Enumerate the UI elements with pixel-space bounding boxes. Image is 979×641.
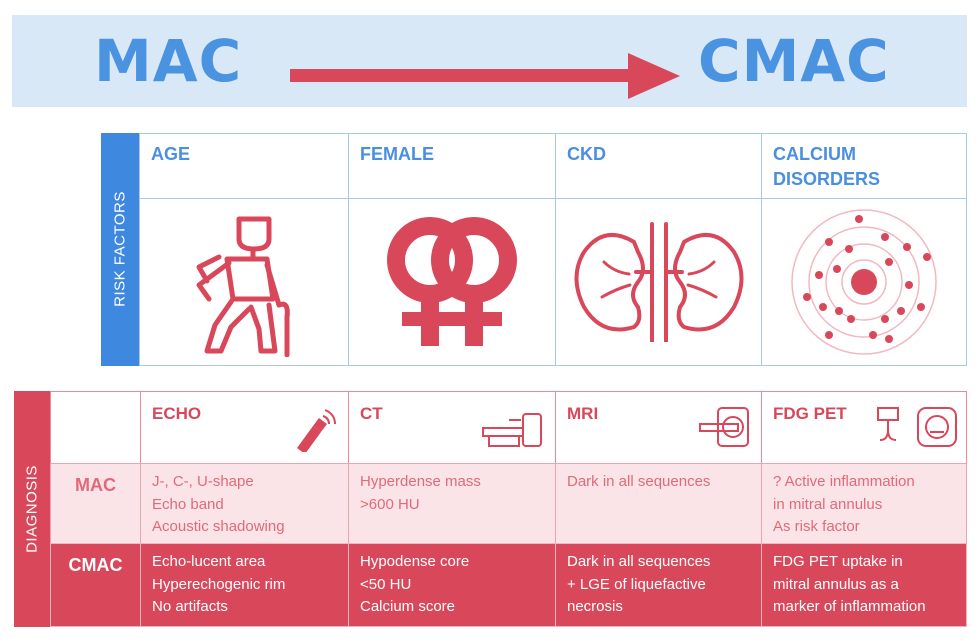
cmac-echo-cell: Echo-lucent area Hyperechogenic rim No a…	[140, 543, 349, 627]
mri-scanner-icon	[699, 407, 749, 447]
cmac-mri-cell: Dark in all sequences + LGE of liquefact…	[555, 543, 762, 627]
kidneys-icon	[574, 222, 743, 342]
modality-fdg-pet-header: FDG PET	[761, 391, 967, 464]
ultrasound-probe-icon	[297, 409, 336, 452]
mac-echo-cell: J-, C-, U-shape Echo band Acoustic shado…	[140, 463, 349, 544]
mac-ct-cell: Hyperdense mass >600 HU	[348, 463, 556, 544]
double-female-symbol-icon	[387, 217, 517, 346]
cmac-title: CMAC	[698, 27, 890, 95]
calcium-icon-cell	[761, 198, 967, 366]
risk-factor-age-label: AGE	[139, 133, 349, 199]
mac-mri-cell: Dark in all sequences	[555, 463, 762, 544]
mac-title: MAC	[94, 27, 243, 95]
diagnosis-corner-cell	[50, 391, 141, 464]
modality-ct-header: CT	[348, 391, 556, 464]
row-label-cmac: CMAC	[50, 543, 141, 627]
mac-fdg-pet-cell: ? Active inflammation in mitral annulus …	[761, 463, 967, 544]
cmac-ct-cell: Hypodense core <50 HU Calcium score	[348, 543, 556, 627]
diagnosis-side-label: DIAGNOSIS	[14, 391, 50, 627]
modality-echo-header: ECHO	[140, 391, 349, 464]
female-icon-cell	[348, 198, 556, 366]
cmac-fdg-pet-cell: FDG PET uptake in mitral annulus as a ma…	[761, 543, 967, 627]
risk-factor-calcium-label: CALCIUM DISORDERS	[761, 133, 967, 199]
risk-factor-female-label: FEMALE	[348, 133, 556, 199]
progression-arrow-icon	[290, 53, 680, 99]
ckd-icon-cell	[555, 198, 762, 366]
modality-mri-header: MRI	[555, 391, 762, 464]
row-label-mac: MAC	[50, 463, 141, 544]
risk-factor-ckd-label: CKD	[555, 133, 762, 199]
header-banner: MAC CMAC	[12, 15, 967, 107]
elderly-person-with-cane-icon	[196, 216, 290, 357]
age-icon-cell	[139, 198, 349, 366]
calcium-deposits-icon	[791, 209, 937, 355]
ct-scanner-icon	[482, 413, 542, 447]
risk-factors-side-label: RISK FACTORS	[101, 133, 139, 366]
pet-scanner-icon	[877, 407, 957, 447]
